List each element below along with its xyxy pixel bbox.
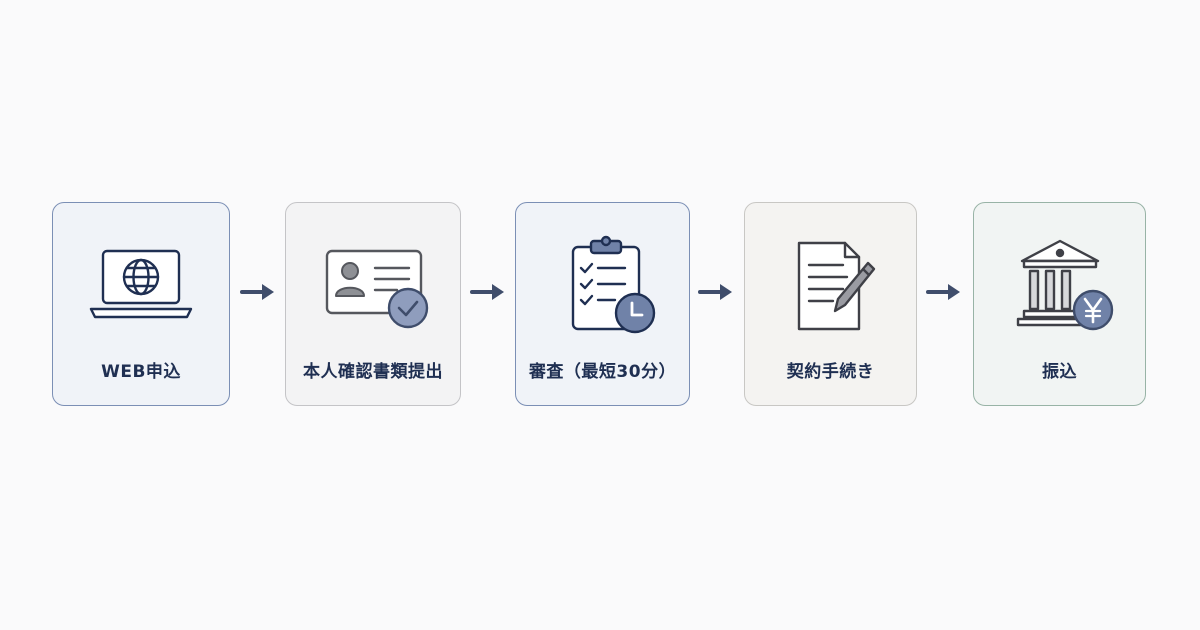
step-card-transfer: 振込 <box>973 202 1146 406</box>
arrow-right-icon <box>240 280 278 304</box>
step-card-web-application: WEB申込 <box>52 202 230 406</box>
step-label: 審査（最短30分） <box>528 362 677 382</box>
arrow-right-icon <box>926 280 964 304</box>
arrow-right-icon <box>470 280 508 304</box>
step-label: WEB申込 <box>101 362 181 382</box>
document-pen-icon <box>771 233 891 343</box>
step-label: 振込 <box>1042 362 1077 382</box>
clipboard-clock-icon <box>543 233 663 343</box>
step-label: 本人確認書類提出 <box>303 362 443 382</box>
step-card-screening: 審査（最短30分） <box>515 202 690 406</box>
step-card-contract: 契約手続き <box>744 202 917 406</box>
arrow-right-icon <box>698 280 736 304</box>
step-card-id-submission: 本人確認書類提出 <box>285 202 461 406</box>
laptop-globe-icon <box>81 233 201 343</box>
bank-yen-icon <box>1000 233 1120 343</box>
id-card-check-icon <box>313 233 433 343</box>
step-label: 契約手続き <box>786 362 875 382</box>
